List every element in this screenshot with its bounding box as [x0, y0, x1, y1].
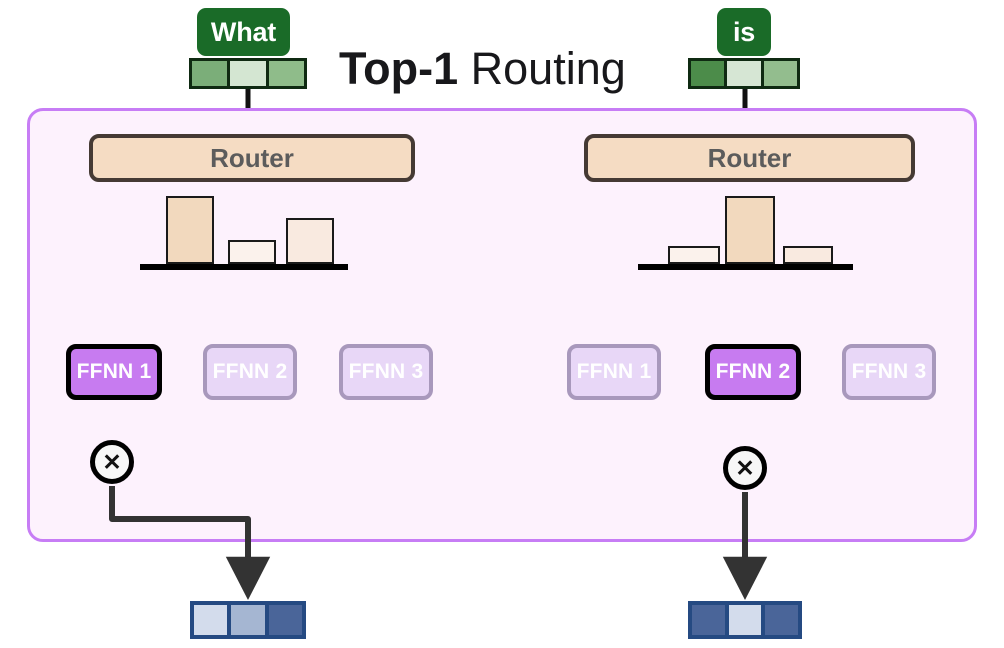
embedding-cell: [763, 61, 797, 86]
output-embedding-right: [688, 601, 802, 639]
hist-bar-ffnn3: [783, 246, 833, 264]
multiply-symbol: ✕: [735, 454, 755, 481]
input-embedding-what: [189, 58, 307, 89]
input-embedding-is: [688, 58, 800, 89]
expert-label: FFNN 2: [212, 360, 288, 383]
hist-baseline: [638, 264, 853, 270]
token-label: is: [732, 16, 756, 47]
output-cell: [231, 605, 269, 635]
page-title: Top-1 Routing: [339, 43, 626, 95]
expert-ffnn-3-right[interactable]: FFNN 3: [842, 344, 936, 400]
expert-label: FFNN 1: [576, 360, 652, 383]
output-cell: [692, 605, 729, 635]
output-arrow-left: [109, 486, 271, 601]
expert-ffnn-2-left[interactable]: FFNN 2: [203, 344, 297, 400]
expert-label: FFNN 1: [76, 360, 152, 383]
title-bold: Top-1: [339, 43, 459, 94]
router-histogram-right: [638, 196, 853, 270]
router-histogram-left: [140, 196, 348, 270]
embedding-cell: [691, 61, 728, 86]
hist-bar-ffnn2: [228, 240, 276, 264]
embedding-cell: [727, 61, 764, 86]
expert-label: FFNN 3: [851, 360, 927, 383]
hist-baseline: [140, 264, 348, 270]
output-embedding-left: [190, 601, 306, 639]
embedding-cell: [192, 61, 231, 86]
token-pill-what: What: [197, 8, 290, 56]
output-cell: [194, 605, 232, 635]
multiply-symbol: ✕: [102, 448, 122, 475]
hist-bar-ffnn1: [668, 246, 720, 264]
token-label: What: [210, 16, 277, 47]
expert-ffnn-2-right[interactable]: FFNN 2: [705, 344, 801, 400]
multiply-node-right: ✕: [723, 446, 767, 490]
title-rest: Routing: [458, 43, 626, 94]
token-pill-is: is: [717, 8, 771, 56]
hist-bar-ffnn1: [166, 196, 214, 264]
router-left[interactable]: Router: [89, 134, 415, 182]
expert-label: FFNN 2: [715, 360, 791, 383]
output-cell: [765, 605, 799, 635]
embedding-cell: [230, 61, 269, 86]
multiply-node-left: ✕: [90, 440, 134, 484]
router-label: Router: [210, 142, 294, 173]
router-right[interactable]: Router: [584, 134, 915, 182]
router-label: Router: [707, 142, 792, 173]
hist-bar-ffnn2: [725, 196, 775, 264]
expert-ffnn-1-left[interactable]: FFNN 1: [66, 344, 162, 400]
hist-bar-ffnn3: [286, 218, 334, 264]
expert-ffnn-3-left[interactable]: FFNN 3: [339, 344, 433, 400]
expert-ffnn-1-right[interactable]: FFNN 1: [567, 344, 661, 400]
output-cell: [268, 605, 302, 635]
embedding-cell: [268, 61, 304, 86]
output-cell: [728, 605, 766, 635]
expert-label: FFNN 3: [348, 360, 424, 383]
